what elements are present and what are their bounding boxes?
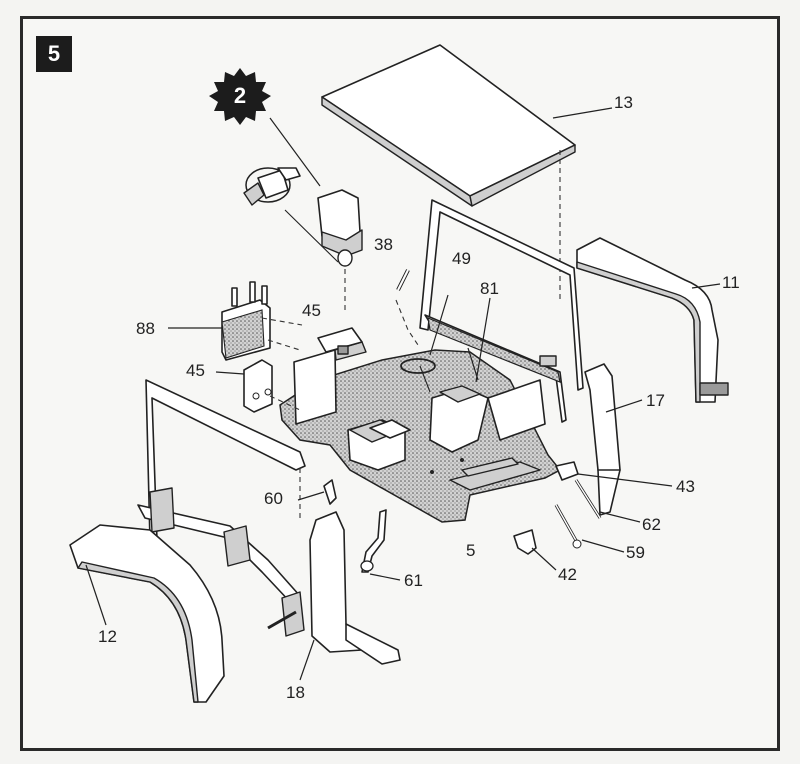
link-43 <box>555 461 673 487</box>
callout-59: 59 <box>626 543 645 562</box>
callout-18: 18 <box>286 683 305 702</box>
control-box-88 <box>168 281 303 361</box>
callout-5: 5 <box>466 541 475 560</box>
fender-11 <box>576 237 729 403</box>
pedal-42 <box>513 529 557 571</box>
fender-12 <box>69 524 225 703</box>
bracket-45 <box>215 359 301 413</box>
callout-17: 17 <box>646 391 665 410</box>
callout-81: 81 <box>480 279 499 298</box>
callout-12: 12 <box>98 627 117 646</box>
floor-plate-5 <box>279 294 562 523</box>
side-frame-17 <box>584 363 643 516</box>
callout-42: 42 <box>558 565 577 584</box>
callout-62: 62 <box>642 515 661 534</box>
callout-43: 43 <box>676 477 695 496</box>
callout-38: 38 <box>374 235 393 254</box>
side-frame-18 <box>137 487 401 681</box>
lever-38 <box>395 269 421 349</box>
leader-81 <box>467 347 479 381</box>
callout-11: 11 <box>722 273 740 292</box>
lever-61 <box>360 509 401 581</box>
callout-13: 13 <box>614 93 633 112</box>
seat-rotation-icon <box>243 167 301 206</box>
lever-60 <box>297 479 337 505</box>
windshield-frame <box>419 199 584 423</box>
callout-45-top: 45 <box>302 301 321 320</box>
step-number-badge: 5 <box>36 36 72 72</box>
callout-45-left: 45 <box>186 361 205 380</box>
seat-assembly-2 <box>269 117 363 267</box>
callout-badge-2: 2 <box>234 83 246 108</box>
roof-panel-13 <box>321 44 613 207</box>
rod-62 <box>574 479 641 523</box>
starburst-icon: 2 <box>209 68 271 125</box>
callout-49: 49 <box>452 249 471 268</box>
leader-49 <box>429 294 449 356</box>
callout-88: 88 <box>136 319 155 338</box>
callout-60: 60 <box>264 489 283 508</box>
rod-59 <box>554 504 625 553</box>
callout-61: 61 <box>404 571 423 590</box>
